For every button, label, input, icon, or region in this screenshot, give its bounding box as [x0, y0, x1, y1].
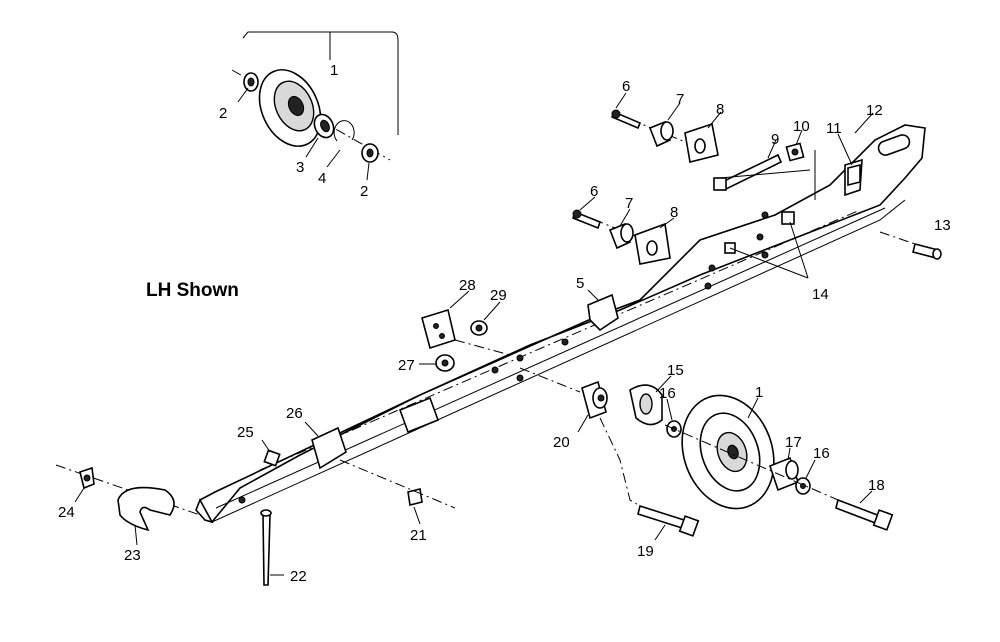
callout-18: 18	[868, 477, 885, 494]
callout-1-top: 1	[330, 62, 338, 79]
callout-11: 11	[826, 120, 842, 137]
nut-27	[435, 354, 455, 372]
callout-14: 14	[812, 286, 829, 303]
nut-29	[470, 320, 488, 336]
callout-27: 27	[398, 357, 415, 374]
washer-16-b	[795, 477, 811, 495]
bolt-13	[912, 243, 942, 260]
callout-23: 23	[124, 547, 141, 564]
callout-6-top: 6	[622, 78, 630, 95]
bolt-19	[637, 504, 700, 537]
bolt-6-top	[610, 109, 642, 130]
callout-20: 20	[553, 434, 570, 451]
callout-26: 26	[286, 405, 303, 422]
callout-21: 21	[410, 527, 427, 544]
screw-22	[260, 509, 272, 586]
callout-16-a: 16	[659, 385, 676, 402]
callout-24: 24	[58, 504, 75, 521]
lh-shown-caption: LH Shown	[146, 280, 239, 301]
callout-28: 28	[459, 277, 476, 294]
screw-24	[79, 466, 95, 490]
callout-4: 4	[318, 170, 326, 187]
upper-mount-hardware	[572, 92, 942, 279]
callout-1-wheel: 1	[755, 384, 763, 401]
spacer-15	[629, 384, 663, 426]
idler-wheel-top	[258, 69, 322, 147]
axle-mount-20	[581, 380, 608, 420]
bushing-7-mid	[608, 222, 634, 250]
callout-13: 13	[934, 217, 951, 234]
callout-6-mid: 6	[590, 183, 598, 200]
callout-2-right: 2	[360, 183, 368, 200]
nut-10	[785, 142, 805, 162]
callout-10: 10	[793, 118, 810, 135]
callout-22: 22	[290, 568, 307, 585]
lower-idler-assembly	[519, 367, 894, 541]
clip-11	[847, 163, 861, 187]
callout-25: 25	[237, 424, 254, 441]
wear-bumper-23	[117, 486, 175, 532]
callout-7-mid: 7	[625, 195, 633, 212]
block-8-mid	[634, 222, 671, 265]
spacer-left-top	[243, 72, 259, 92]
block-8-top	[684, 122, 719, 163]
bolt-6-mid	[572, 209, 601, 230]
nut-25	[263, 449, 281, 467]
rail-tip-hardware	[55, 421, 456, 586]
callout-17: 17	[785, 434, 802, 451]
callout-19: 19	[637, 543, 654, 560]
callout-16-b: 16	[813, 445, 830, 462]
callout-9: 9	[771, 131, 779, 148]
spacer-17	[769, 456, 799, 492]
bearing-top	[313, 113, 335, 139]
bolt-18	[835, 498, 894, 531]
callout-8-top: 8	[716, 101, 724, 118]
snap-ring-top	[333, 120, 355, 142]
bushing-7-top	[648, 120, 674, 148]
spacer-right-top	[361, 143, 379, 163]
callout-3: 3	[296, 159, 304, 176]
callout-15: 15	[667, 362, 684, 379]
plate-28	[421, 308, 456, 350]
callout-12: 12	[866, 102, 883, 119]
callout-8-mid: 8	[670, 204, 678, 221]
mid-bracket-hardware	[419, 289, 599, 372]
idler-wheel-kit-top	[231, 31, 399, 181]
callout-7-top: 7	[676, 91, 684, 108]
callout-5: 5	[576, 275, 584, 292]
bolt-9	[713, 153, 783, 192]
suspension-rail	[195, 124, 926, 524]
callout-29: 29	[490, 287, 507, 304]
callout-2-left: 2	[219, 105, 227, 122]
